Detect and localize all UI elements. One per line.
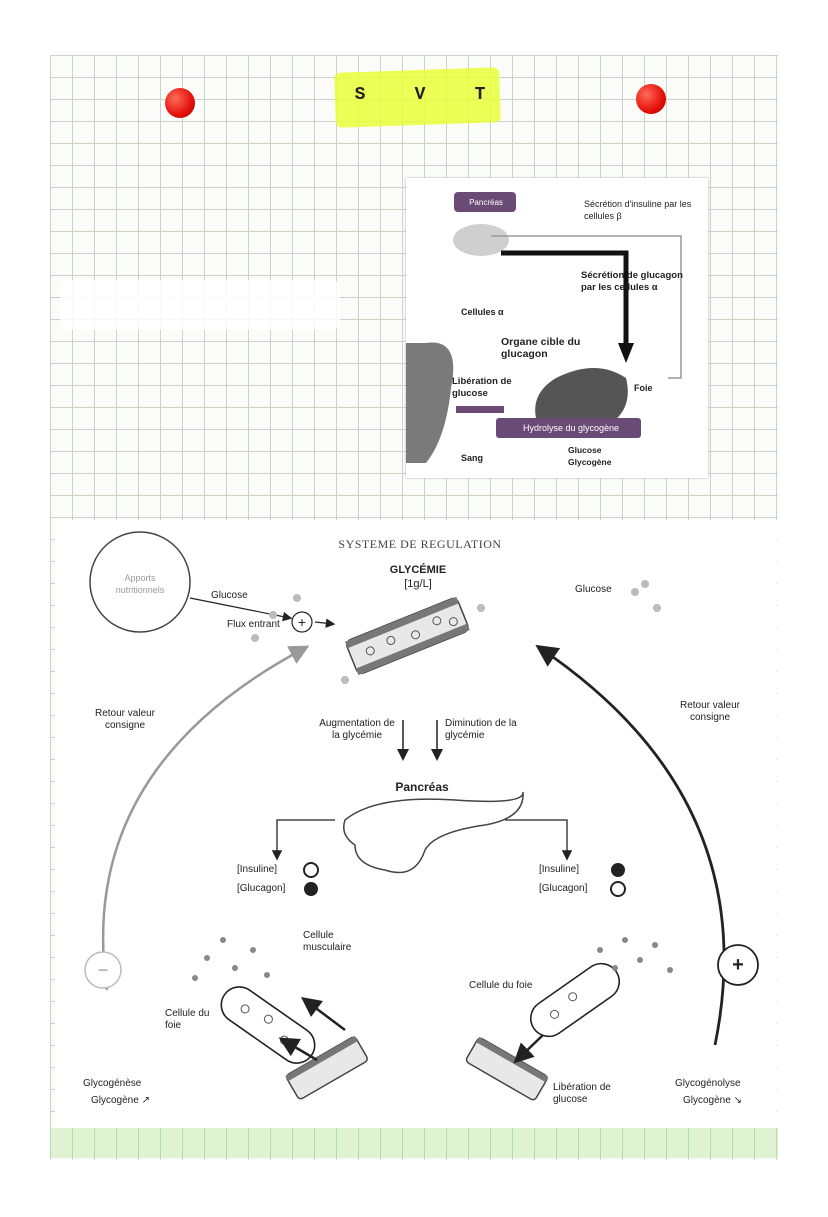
insuline-line — [491, 235, 682, 379]
inset-organe-cible: Organe cible du glucagon — [501, 336, 581, 360]
cellule-foie-left-label: Cellule du foie — [165, 1008, 210, 1031]
left-insuline: [Insuline] — [237, 864, 278, 875]
plus-circle-right — [717, 944, 759, 986]
pancreas-tag — [454, 192, 516, 212]
glycogene-right-label: Glycogène ↘ — [683, 1095, 742, 1106]
diminution-label: Diminution de la glycémie — [445, 718, 517, 741]
left-glucagon: [Glucagon] — [237, 883, 286, 894]
title-letter-v: V — [414, 85, 426, 105]
system-title: SYSTEME DE REGULATION — [338, 537, 502, 551]
glycogenolyse-label: Glycogénolyse — [675, 1078, 741, 1089]
plus-symbol-right: + — [732, 954, 744, 976]
red-pin-left — [165, 88, 195, 118]
cellule-foie-right-label: Cellule du foie — [469, 980, 533, 991]
apports-label: Apports nutritionnels — [115, 573, 165, 595]
inset-glucose-glycogene: Glucose Glycogène — [568, 445, 612, 467]
right-insuline: [Insuline] — [539, 864, 580, 875]
regulation-system-diagram: + — [55, 520, 777, 1128]
liver-cell-right — [529, 962, 621, 1038]
left-feedback-arc — [101, 645, 310, 991]
liberation-glucose-label: Libération de glucose — [553, 1082, 611, 1105]
inset-foie: Foie — [634, 383, 653, 393]
retour-valeur-left: Retour valeur consigne — [94, 708, 156, 731]
vessel-right — [465, 1036, 549, 1101]
molecules-lower — [192, 937, 673, 981]
pancreas-label: Pancréas — [395, 780, 449, 794]
vessel-left — [285, 1035, 368, 1100]
flux-entrant-label: Flux entrant — [227, 619, 280, 630]
glucagon-arrow — [501, 250, 629, 348]
glycogenese-label: Glycogénèse — [83, 1078, 142, 1089]
inset-secretion-insuline: Sécrétion d'insuline par les cellules β — [584, 199, 692, 221]
plus-sign-top: + — [298, 614, 306, 630]
page-title: S V T — [330, 85, 510, 105]
apports-circle — [89, 531, 191, 633]
blood-vessel-main — [345, 596, 470, 676]
glucagon-inset-diagram: Pancréas Sécrétion d'insuline par les ce… — [406, 178, 708, 478]
right-glucagon: [Glucagon] — [539, 883, 588, 894]
augmentation-label: Augmentation de la glycémie — [319, 718, 395, 741]
glycogene-left-label: Glycogène ↗ — [91, 1095, 150, 1106]
pancreas-blob — [453, 224, 509, 256]
plus-circle-top — [291, 611, 313, 633]
pancreas-shape — [343, 791, 524, 874]
minus-symbol-left: − — [97, 960, 109, 980]
title-letter-s: S — [354, 85, 366, 105]
glucose-left-label: Glucose — [211, 590, 248, 601]
blood-vessel — [406, 342, 454, 463]
green-margin-strip — [50, 1128, 778, 1158]
title-letter-t: T — [474, 85, 486, 105]
retour-valeur-right: Retour valeur consigne — [679, 700, 741, 723]
erased-area — [60, 280, 340, 330]
glucose-molecules — [251, 580, 661, 684]
hydrolyse-bar — [496, 418, 641, 438]
inset-cellules-alpha: Cellules α — [461, 307, 504, 317]
regulation-drawing: + — [84, 531, 759, 1101]
inset-liberation: Libération de glucose — [452, 376, 512, 399]
glucose-right-label: Glucose — [575, 584, 612, 595]
glycemie-value: [1g/L] — [404, 578, 432, 590]
red-pin-right — [636, 84, 666, 114]
minus-circle-left — [84, 951, 122, 989]
glycemie-title: GLYCÉMIE — [389, 564, 447, 576]
inset-hydrolyse: Hydrolyse du glycogène — [522, 423, 620, 433]
liver-cell-left — [220, 986, 316, 1064]
inset-drawing — [406, 192, 682, 463]
inset-sang: Sang — [461, 453, 484, 463]
inset-pancreas-label: Pancréas — [469, 198, 503, 207]
cellule-musculaire-label: Cellule musculaire — [303, 930, 352, 953]
inset-secretion-glucagon: Sécrétion de glucagon par les cellules α — [581, 270, 683, 293]
